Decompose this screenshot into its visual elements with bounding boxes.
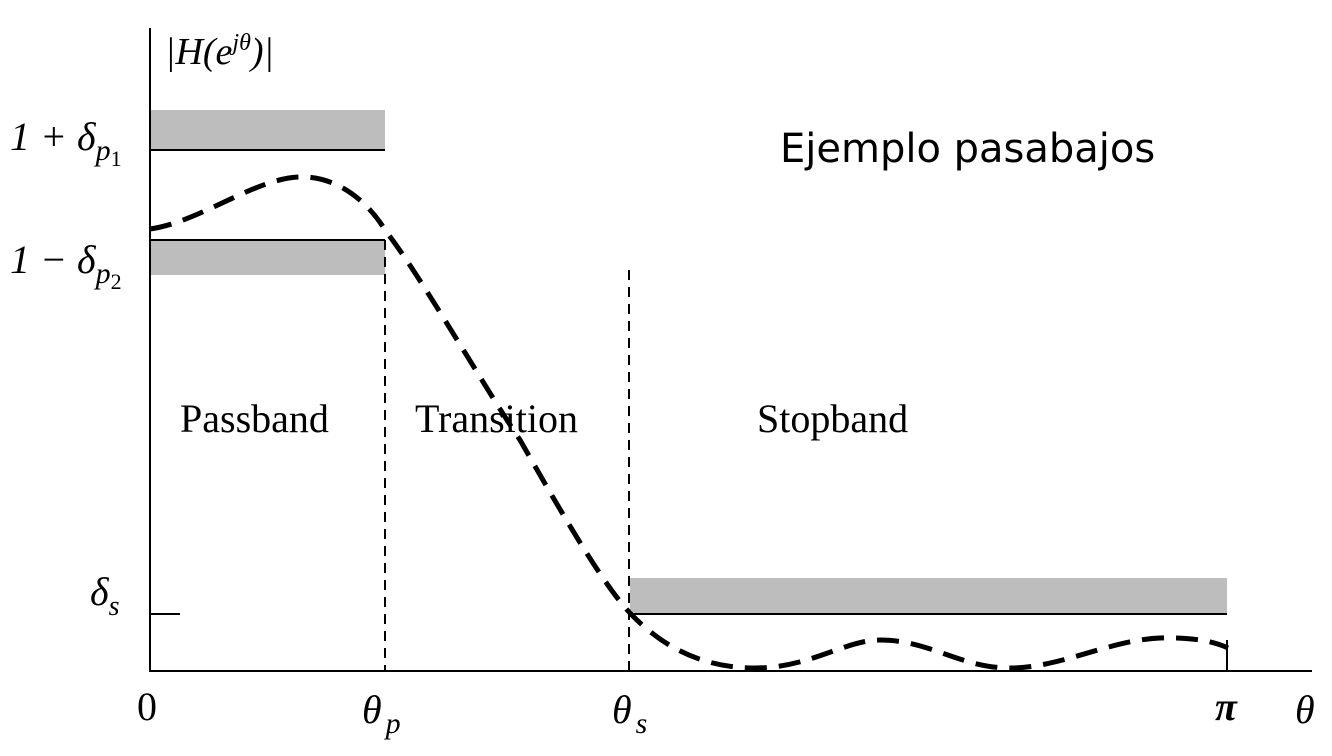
passband-label: Passband <box>180 396 329 441</box>
y-tick-label-lower: 1 − δp2 <box>10 237 122 294</box>
y-tick-label-stop: δs <box>90 569 120 622</box>
passband-lower-tolerance-band <box>150 240 385 275</box>
chart-title: Ejemplo pasabajos <box>780 126 1155 172</box>
x-tick-label-pi: π <box>1215 684 1238 729</box>
passband-upper-tolerance-band <box>150 110 385 150</box>
stopband-label: Stopband <box>757 396 908 441</box>
x-tick-label-zero: 0 <box>137 684 157 729</box>
frequency-response-curve <box>149 174 1230 671</box>
y-axis-label: |H(ejθ)| <box>165 30 274 73</box>
transition-label: Transition <box>415 396 578 441</box>
stopband-tolerance-band <box>630 578 1227 614</box>
y-tick-label-upper: 1 + δp1 <box>10 114 122 171</box>
x-axis-label: θ <box>1295 687 1315 732</box>
